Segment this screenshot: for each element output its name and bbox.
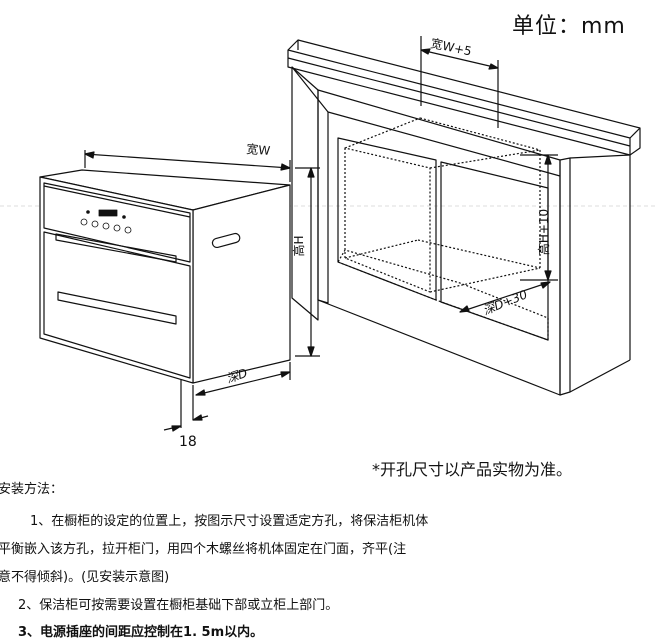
- label-height: 高H: [291, 235, 306, 256]
- cabinet-opening: [337, 137, 437, 301]
- unit-label: 单位：mm: [512, 14, 626, 39]
- cabinet-left-end: [291, 66, 329, 321]
- cabinet-front: [317, 89, 561, 396]
- instruction-step1-line2: 平衡嵌入该方孔，拉开柜门，用四个木螺丝将机体固定在门面，齐平(注: [0, 542, 407, 557]
- installation-diagram: 宽W+5 高H+10 深D+30 宽W 高H 深D 18: [0, 35, 657, 450]
- control-panel: [80, 209, 132, 234]
- instruction-step1-line1: 1、在橱柜的设定的位置上，按图示尺寸设置适定方孔，将保洁柜机体: [30, 514, 429, 529]
- label-width-opening: 宽W+5: [429, 35, 473, 58]
- label-depth: 深D: [225, 366, 250, 386]
- instruction-step2: 2、保洁柜可按需要设置在橱柜基础下部或立柜上部门。: [18, 598, 339, 613]
- kitchen-cabinet: [287, 36, 641, 396]
- label-height-opening: 高H+10: [536, 209, 551, 255]
- instruction-step1-line3: 意不得倾斜)。(见安装示意图): [0, 570, 170, 585]
- label-gap: 18: [179, 434, 197, 450]
- side-vent: [211, 232, 241, 249]
- instructions-title: 安装方法：: [0, 482, 64, 497]
- label-width: 宽W: [246, 141, 271, 158]
- instruction-step3: 3、电源插座的间距应控制在1. 5m以内。: [18, 625, 264, 640]
- label-depth-opening: 深D+30: [481, 287, 530, 318]
- sterilizer-cabinet: [39, 150, 320, 432]
- dimension-note: *开孔尺寸以产品实物为准。: [372, 460, 573, 479]
